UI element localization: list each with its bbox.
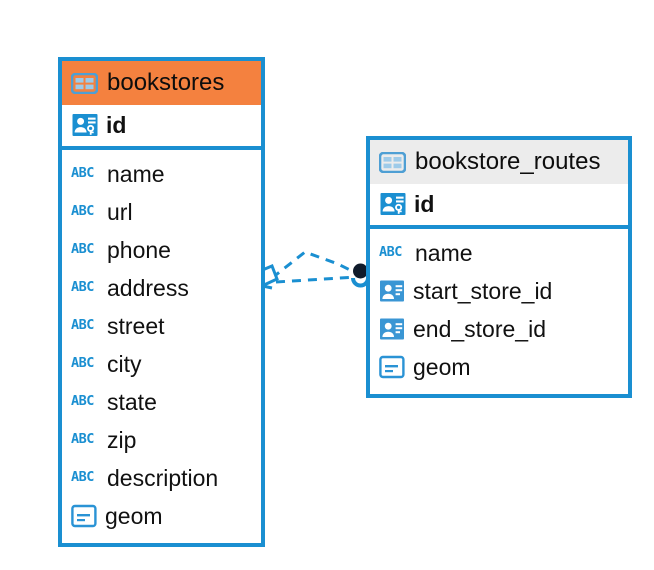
field-row-primary-key[interactable]: id [62, 105, 261, 150]
geometry-type-icon [71, 504, 97, 528]
entity-field-list: ABC name ABC url ABC phone ABC address A… [62, 150, 261, 543]
text-type-icon: ABC [71, 469, 94, 486]
field-name: id [414, 190, 435, 217]
field-name: address [107, 274, 189, 301]
table-icon [379, 151, 406, 173]
field-name: description [107, 464, 219, 491]
table-icon [71, 72, 98, 94]
field-row-state[interactable]: ABC state [71, 383, 253, 421]
field-row-end-store-id[interactable]: end_store_id [379, 310, 620, 348]
field-row-primary-key[interactable]: id [370, 184, 628, 229]
entity-title: bookstores [107, 69, 225, 96]
entity-header-bookstores[interactable]: bookstores [62, 61, 261, 105]
field-name: state [107, 388, 157, 415]
text-type-icon: ABC [379, 244, 402, 261]
field-name: name [107, 160, 165, 187]
field-name: name [415, 239, 473, 266]
field-row-start-store-id[interactable]: start_store_id [379, 272, 620, 310]
entity-field-list: ABC name start_store_id [370, 229, 628, 394]
field-row-address[interactable]: ABC address [71, 269, 253, 307]
geometry-type-icon [379, 355, 405, 379]
entity-table-bookstore-routes[interactable]: bookstore_routes id ABC name [366, 136, 632, 398]
text-type-icon: ABC [71, 203, 94, 220]
primary-key-icon [72, 114, 98, 136]
field-row-city[interactable]: ABC city [71, 345, 253, 383]
field-name: zip [107, 426, 137, 453]
relationship-line-lower [275, 275, 357, 284]
field-name: url [107, 198, 133, 225]
text-type-icon: ABC [71, 165, 94, 182]
entity-header-bookstore-routes[interactable]: bookstore_routes [370, 140, 628, 184]
field-name: geom [105, 502, 163, 529]
field-row-street[interactable]: ABC street [71, 307, 253, 345]
field-name: street [107, 312, 165, 339]
field-name: id [106, 111, 127, 138]
field-row-description[interactable]: ABC description [71, 459, 253, 497]
primary-key-icon [380, 193, 406, 215]
field-row-name[interactable]: ABC name [379, 234, 620, 272]
relationship-connector[interactable] [250, 238, 380, 318]
field-name: end_store_id [413, 315, 546, 342]
relationship-line-upper [271, 250, 359, 280]
field-row-geom[interactable]: geom [71, 497, 253, 535]
field-row-geom[interactable]: geom [379, 348, 620, 386]
field-row-name[interactable]: ABC name [71, 155, 253, 193]
field-name: start_store_id [413, 277, 553, 304]
field-name: city [107, 350, 142, 377]
text-type-icon: ABC [71, 279, 94, 296]
text-type-icon: ABC [71, 241, 94, 258]
text-type-icon: ABC [71, 317, 94, 334]
foreign-key-icon [380, 318, 404, 340]
entity-title: bookstore_routes [415, 148, 601, 175]
text-type-icon: ABC [71, 431, 94, 448]
field-name: phone [107, 236, 171, 263]
text-type-icon: ABC [71, 393, 94, 410]
field-row-url[interactable]: ABC url [71, 193, 253, 231]
text-type-icon: ABC [71, 355, 94, 372]
field-name: geom [413, 353, 471, 380]
field-row-zip[interactable]: ABC zip [71, 421, 253, 459]
field-row-phone[interactable]: ABC phone [71, 231, 253, 269]
entity-table-bookstores[interactable]: bookstores id ABC name ABC url [58, 57, 265, 547]
foreign-key-icon [380, 280, 404, 302]
